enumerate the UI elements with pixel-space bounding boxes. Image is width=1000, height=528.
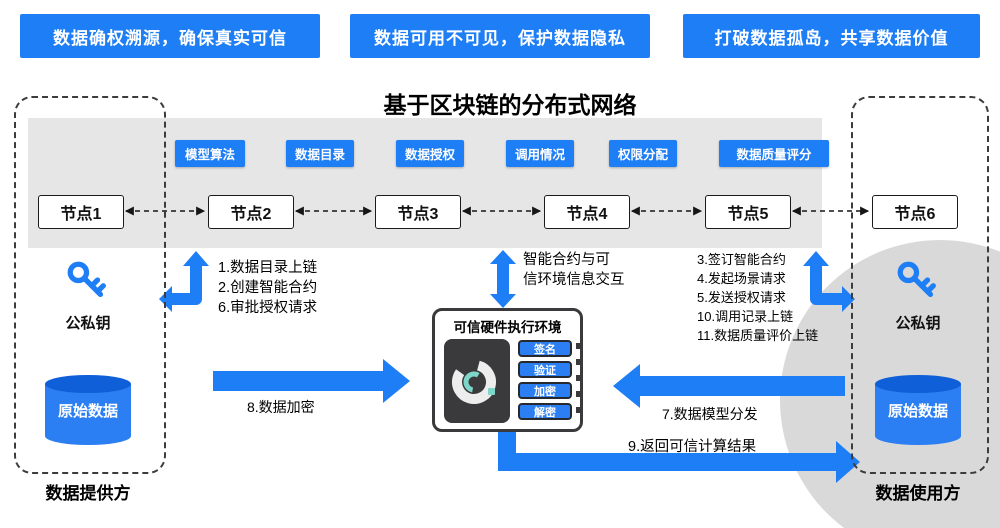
chip-pin — [576, 391, 582, 397]
banner-data-privacy: 数据可用不可见，保护数据隐私 — [350, 14, 650, 58]
node-box-6: 节点6 — [872, 195, 958, 229]
tee-function-encrypt: 加密 — [518, 382, 572, 399]
donut-gauge-icon — [452, 360, 496, 404]
ledger-label-call-status: 调用情况 — [506, 140, 574, 167]
consumer-panel — [851, 96, 989, 474]
contract-vertical-double-arrow — [490, 250, 516, 308]
tee-function-sign: 签名 — [518, 340, 572, 357]
tee-chip — [444, 339, 510, 423]
provider-keypair-label: 公私钥 — [65, 315, 111, 332]
consumer-steps-text: 3.签订智能合约 4.发起场景请求 5.发送授权请求 10.调用记录上链 11.… — [697, 252, 819, 343]
ledger-label-data-catalog: 数据目录 — [286, 140, 354, 167]
provider-raw-data-label: 原始数据 — [57, 402, 118, 420]
provider-role-label: 数据提供方 — [45, 484, 131, 503]
chip-pin — [576, 375, 582, 381]
provider-database-cylinder: 原始数据 — [45, 375, 131, 445]
node-box-4: 节点4 — [544, 195, 630, 229]
consumer-database-cylinder: 原始数据 — [875, 375, 961, 445]
provider-panel — [14, 96, 166, 474]
node-box-1: 节点1 — [38, 195, 124, 229]
chip-pin — [576, 407, 582, 413]
key-icon — [897, 261, 936, 298]
diagram-title: 基于区块链的分布式网络 — [383, 92, 637, 118]
tee-title: 可信硬件执行环境 — [453, 320, 562, 335]
node-box-3: 节点3 — [375, 195, 461, 229]
tee-function-decrypt: 解密 — [518, 403, 572, 420]
ledger-label-data-authorization: 数据授权 — [396, 140, 464, 167]
consumer-role-label: 数据使用方 — [875, 484, 961, 503]
tee-function-verify: 验证 — [518, 361, 572, 378]
consumer-keypair-label: 公私钥 — [895, 315, 941, 332]
banner-data-value: 打破数据孤岛，共享数据价值 — [683, 14, 980, 58]
encrypt-arrow-label: 8.数据加密 — [247, 399, 315, 415]
ledger-label-permission: 权限分配 — [609, 140, 677, 167]
ledger-label-model-algorithm: 模型算法 — [175, 140, 245, 167]
key-icon — [67, 261, 106, 298]
distribute-arrow-label: 7.数据模型分发 — [662, 406, 758, 422]
chip-pin — [576, 343, 582, 349]
node-box-2: 节点2 — [208, 195, 294, 229]
provider-bent-arrow-shaft — [170, 263, 202, 305]
ledger-label-quality-score: 数据质量评分 — [719, 140, 829, 167]
consumer-raw-data-label: 原始数据 — [887, 402, 948, 420]
provider-steps-text: 1.数据目录上链 2.创建智能合约 6.审批授权请求 — [218, 260, 318, 316]
result-arrow-label: 9.返回可信计算结果 — [628, 439, 757, 455]
tee-card: 可信硬件执行环境 签名 验证 加密 解密 — [432, 308, 583, 432]
contract-interaction-text: 智能合约与可 信环境信息交互 — [523, 252, 625, 288]
provider-arrow-up-head — [183, 251, 209, 266]
chip-pin — [576, 359, 582, 365]
banner-data-rights: 数据确权溯源，确保真实可信 — [20, 14, 320, 58]
node-box-5: 节点5 — [705, 195, 791, 229]
